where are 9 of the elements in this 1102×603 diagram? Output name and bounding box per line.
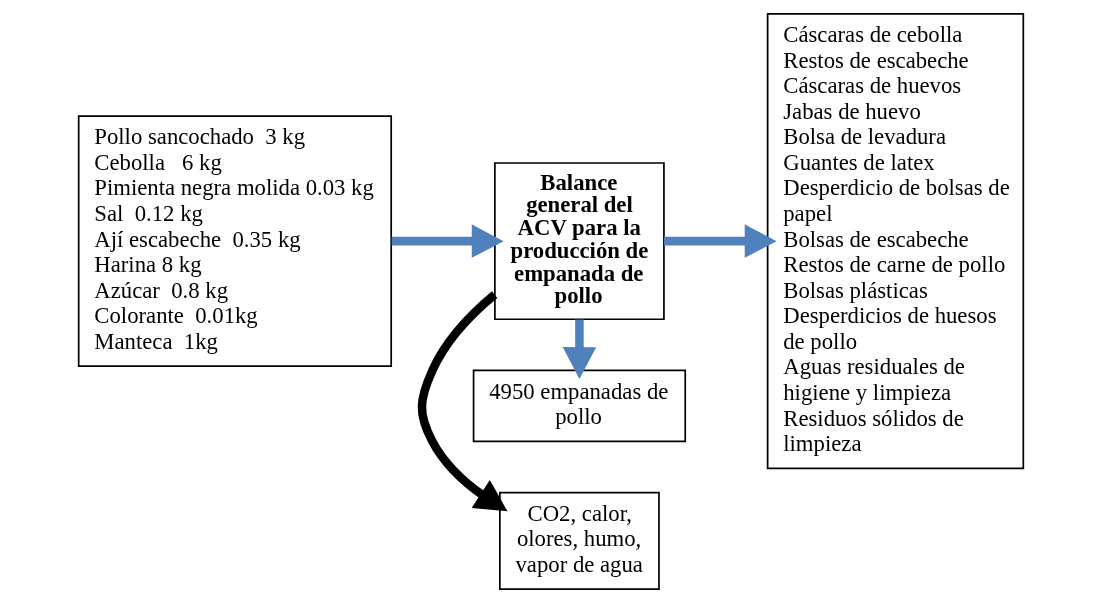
arrow (663, 224, 777, 258)
node-box: Cáscaras de cebolla Restos de escabeche Cáscaras de huevos Jabas de huevo Bolsa de levadura Guantes de latex Desperdicio de bolsas de papel Bolsas de escabeche Restos de carne de pollo Bolsas plásticas Desperdicios de huesos de pollo Aguas residuales de higiene y limpieza Residuos sólidos de limpieza (766, 13, 1025, 470)
arrow (562, 319, 597, 379)
node-box: Pollo sancochado 3 kg Cebolla 6 kg Pimienta negra molida 0.03 kg Sal 0.12 kg Ají escabeche 0.35 kg Harina 8 kg Azúcar 0.8 kg Colorante 0.01kg Manteca 1kg (77, 115, 393, 367)
arrow (391, 224, 504, 258)
arrow (417, 291, 508, 512)
node-box: 4950 empanadas de pollo (472, 369, 687, 443)
node-box: CO2, calor, olores, humo, vapor de agua (499, 491, 660, 590)
node-box: Balance general del ACV para la producción de empanada de pollo (494, 162, 665, 321)
